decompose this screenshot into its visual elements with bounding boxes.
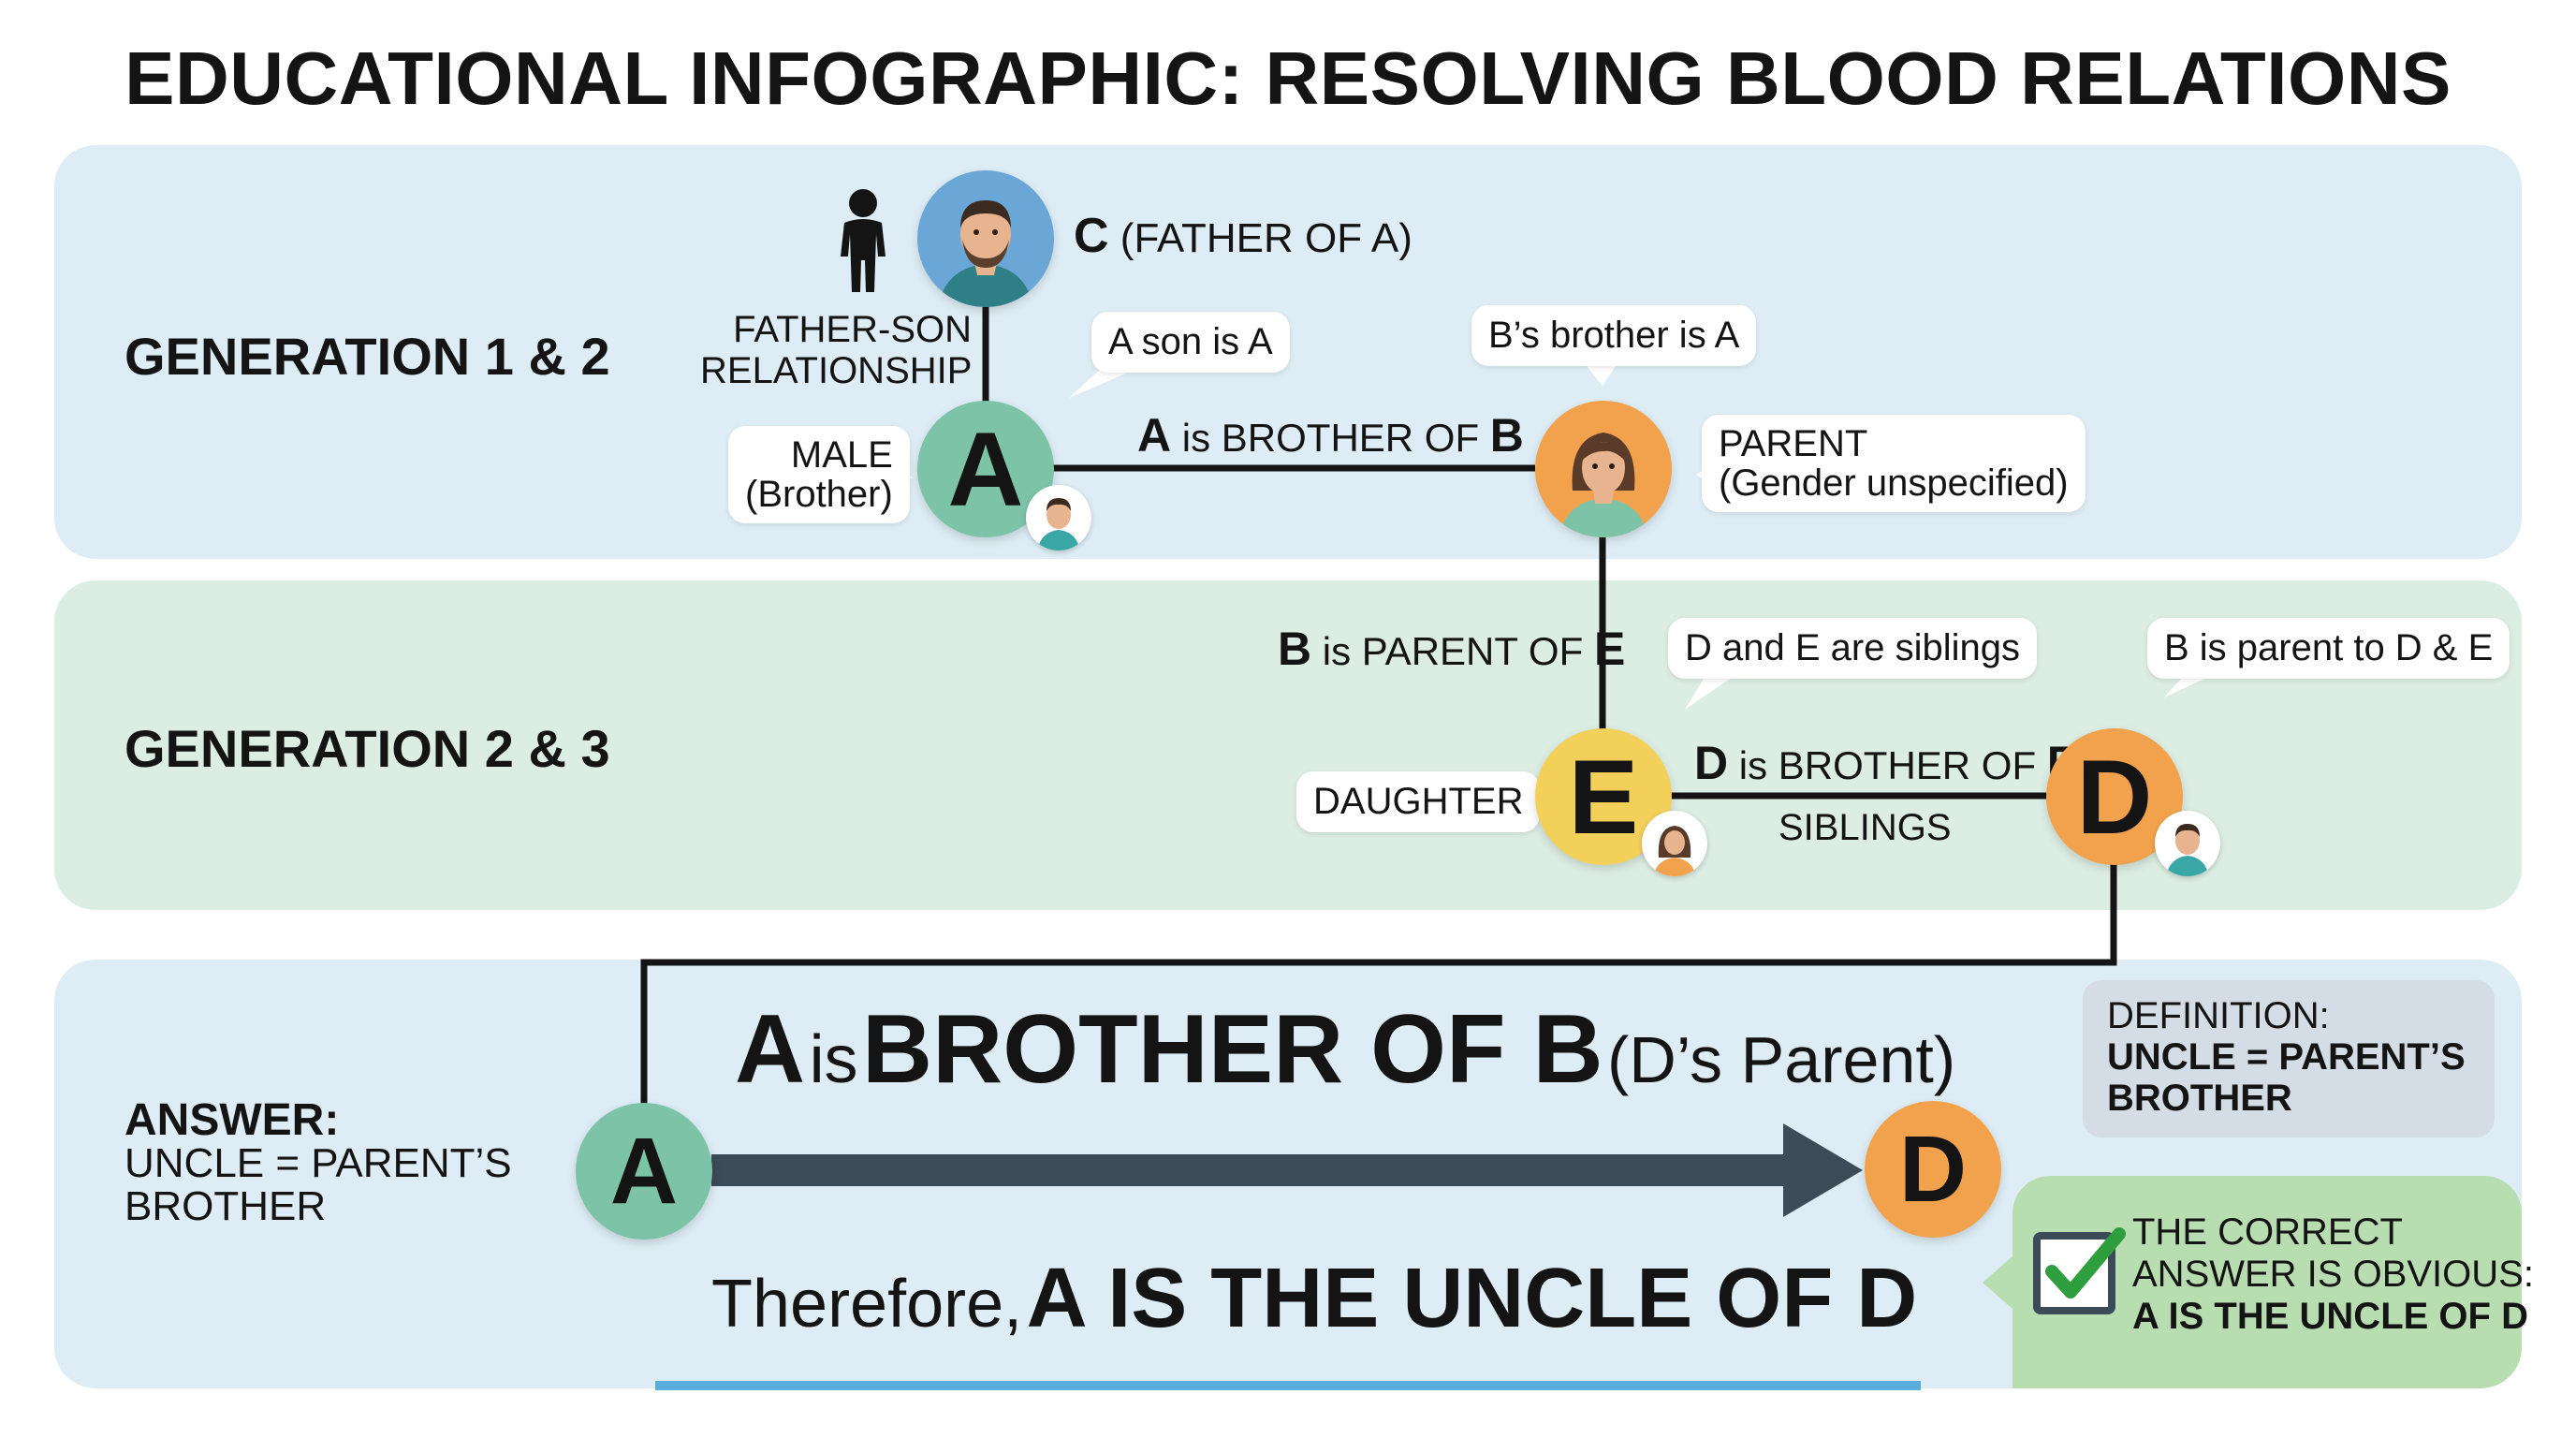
boy-avatar-icon (1037, 498, 1080, 550)
edge-d-e-label: D is BROTHER OF E (1694, 736, 2078, 790)
line-d-to-answer (640, 861, 2117, 1105)
siblings-label: SIBLINGS (1778, 807, 1952, 848)
therefore-statement: Therefore, A IS THE UNCLE OF D (711, 1251, 1917, 1347)
edge-a-b-letter-a: A (1137, 409, 1172, 462)
edge-b-e-text: is PARENT OF (1322, 629, 1584, 673)
edge-a-b-label: A is BROTHER OF B (1137, 408, 1524, 462)
edge-d-e-text: is BROTHER OF (1738, 743, 2037, 787)
edge-a-b-text: is BROTHER OF (1181, 416, 1480, 460)
node-d-mini-avatar (2155, 811, 2220, 876)
definition-box: DEFINITION: UNCLE = PARENT’S BROTHER (2083, 980, 2495, 1137)
checkbox-check-icon (2033, 1227, 2126, 1314)
therefore-main: A IS THE UNCLE OF D (1026, 1252, 1918, 1345)
callout-tail-b-brother (1582, 360, 1619, 386)
callout-tail-b-parent (2164, 679, 2204, 697)
answer-line2: BROTHER (124, 1183, 327, 1229)
statement-brother: BROTHER OF B (862, 995, 1603, 1104)
correct-line3: A IS THE UNCLE OF D (2132, 1296, 2528, 1337)
edge-a-b-letter-b: B (1489, 409, 1524, 462)
definition-line1: DEFINITION: (2107, 995, 2330, 1036)
father-son-line1: FATHER-SON (733, 309, 972, 350)
correct-answer-box: THE CORRECT ANSWER IS OBVIOUS: A IS THE … (2012, 1176, 2534, 1388)
statement-paren: (D’s Parent) (1607, 1023, 1956, 1096)
father-son-line2: RELATIONSHIP (700, 350, 973, 391)
parent-callout-line1: PARENT (1719, 423, 1868, 464)
answer-line1: UNCLE = PARENT’S (124, 1140, 512, 1186)
answer-statement: A is BROTHER OF B (D’s Parent) (735, 994, 1955, 1106)
person-standing-icon (841, 189, 886, 292)
a-son-callout: A son is A (1091, 312, 1290, 373)
girl-avatar-icon (1653, 826, 1696, 876)
page-title: EDUCATIONAL INFOGRAPHIC: RESOLVING BLOOD… (124, 37, 2452, 120)
answer-label: ANSWER: UNCLE = PARENT’S BROTHER (124, 1095, 512, 1229)
man-avatar-icon (938, 200, 1033, 307)
boy-avatar-icon (2166, 824, 2209, 876)
male-callout-line2: (Brother) (745, 474, 893, 515)
definition-line3: BROTHER (2107, 1078, 2292, 1119)
generation-2-3-label: GENERATION 2 & 3 (124, 719, 610, 778)
woman-avatar-icon (1559, 433, 1647, 537)
correct-line2: ANSWER IS OBVIOUS: (2132, 1254, 2534, 1295)
node-c-caption: C (FATHER OF A) (1074, 208, 1412, 264)
callout-tail-de-siblings (1685, 679, 1730, 710)
answer-node-d: D (1865, 1101, 2001, 1238)
edge-d-e-letter-d: D (1694, 737, 1729, 789)
father-son-label: FATHER-SON RELATIONSHIP (700, 309, 972, 391)
callout-tail-a-son (1069, 365, 1128, 398)
statement-letter-a: A (735, 995, 806, 1104)
parent-callout: PARENT (Gender unspecified) (1702, 415, 2086, 512)
definition-line2: UNCLE = PARENT’S (2107, 1036, 2466, 1078)
correct-answer-text: THE CORRECT ANSWER IS OBVIOUS: A IS THE … (2132, 1211, 2534, 1338)
edge-b-e-letter-b: B (1278, 623, 1312, 675)
answer-arrow-head (1783, 1123, 1863, 1217)
node-c-caption-text: (FATHER OF A) (1120, 215, 1412, 261)
edge-b-e-label: B is PARENT OF E (1278, 622, 1625, 676)
male-callout-line1: MALE (790, 434, 893, 476)
node-a-mini-avatar (1026, 485, 1091, 550)
node-e: E (1535, 728, 1672, 865)
answer-node-a: A (576, 1103, 712, 1240)
callout-tail-correct (1983, 1255, 2014, 1311)
parent-callout-line2: (Gender unspecified) (1719, 462, 2069, 504)
therefore-lead: Therefore, (711, 1267, 1023, 1342)
node-e-mini-avatar (1642, 811, 1707, 876)
correct-line1: THE CORRECT (2132, 1211, 2403, 1253)
generation-1-2-label: GENERATION 1 & 2 (124, 327, 610, 386)
answer-heading: ANSWER: (124, 1095, 340, 1145)
b-brother-callout: B’s brother is A (1471, 305, 1757, 366)
node-c-letter: C (1074, 209, 1109, 263)
node-b-avatar (1535, 401, 1672, 537)
b-parent-callout: B is parent to D & E (2147, 618, 2510, 679)
statement-is: is (809, 1022, 858, 1097)
node-c-avatar (917, 170, 1054, 307)
edge-b-e-letter-e: E (1593, 623, 1626, 675)
male-callout: MALE (Brother) (728, 426, 910, 523)
de-siblings-callout: D and E are siblings (1668, 618, 2037, 679)
daughter-callout: DAUGHTER (1296, 771, 1541, 832)
